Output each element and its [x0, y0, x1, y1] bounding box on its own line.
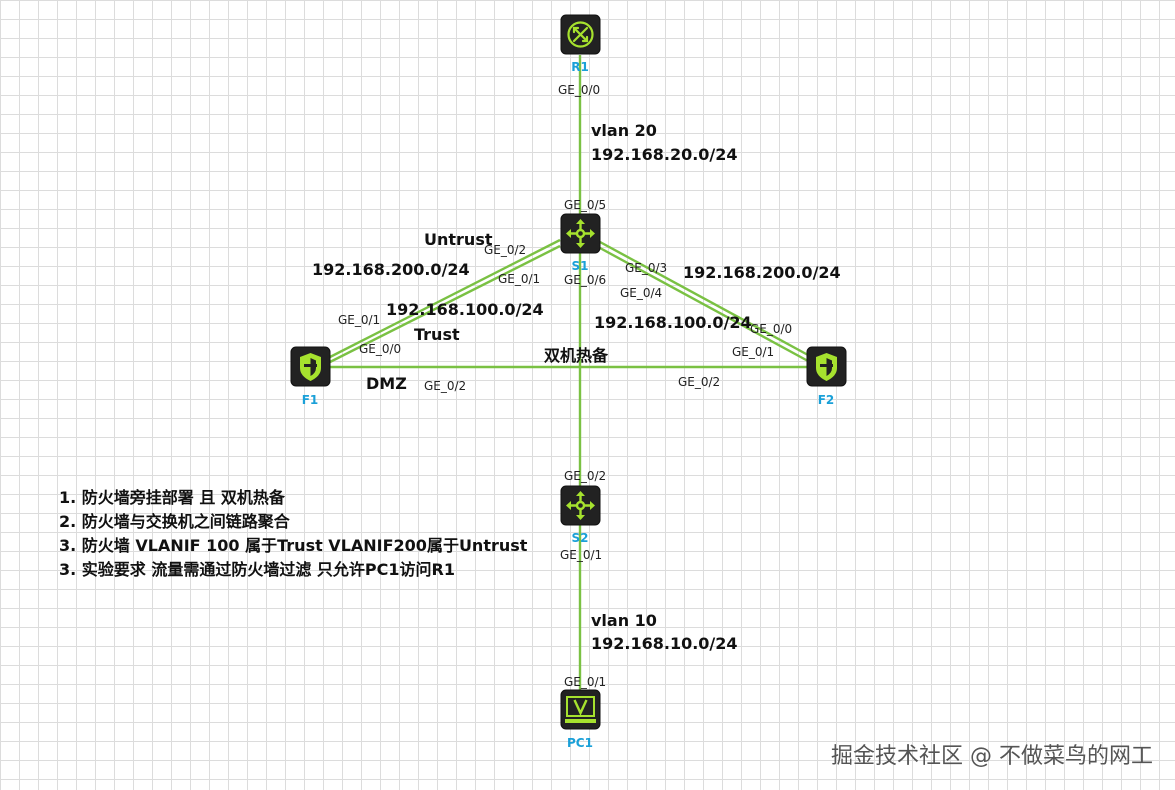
- firewall-icon: [816, 353, 837, 381]
- port-label: GE_0/4: [620, 286, 662, 300]
- subnet-label: 192.168.100.0/24: [386, 300, 544, 319]
- firewall-f2[interactable]: F2: [806, 346, 847, 407]
- switch-s1[interactable]: S1: [560, 213, 601, 273]
- pc-icon: [565, 696, 596, 723]
- subnet-label: 192.168.200.0/24: [683, 263, 841, 282]
- port-label: GE_0/5: [564, 198, 606, 212]
- subnet-label: 192.168.10.0/24: [591, 634, 738, 653]
- note-item: 2. 防火墙与交换机之间链路聚合: [59, 512, 290, 531]
- port-label: GE_0/2: [424, 379, 466, 393]
- zone-label: Untrust: [424, 230, 493, 249]
- port-label: GE_0/0: [750, 322, 792, 336]
- pc-pc1[interactable]: PC1: [560, 689, 601, 750]
- port-labels: GE_0/0 GE_0/5 GE_0/2 GE_0/1 GE_0/3 GE_0/…: [338, 83, 792, 689]
- switch-s2[interactable]: S2: [560, 485, 601, 545]
- node-label-pc1: PC1: [567, 736, 593, 750]
- router-icon: [567, 21, 594, 48]
- note-item: 3. 实验要求 流量需通过防火墙过滤 只允许PC1访问R1: [59, 560, 455, 579]
- zone-label: Trust: [414, 325, 460, 344]
- subnet-label: 192.168.20.0/24: [591, 145, 738, 164]
- port-label: GE_0/6: [564, 273, 606, 287]
- watermark: 掘金技术社区 @ 不做菜鸟的网工: [831, 744, 1153, 769]
- node-label-s1: S1: [572, 259, 589, 273]
- port-label: GE_0/0: [359, 342, 401, 356]
- links: [329, 55, 809, 690]
- switch-icon: [566, 219, 595, 248]
- port-label: GE_0/2: [678, 375, 720, 389]
- node-label-s2: S2: [572, 531, 589, 545]
- notes-list: 1. 防火墙旁挂部署 且 双机热备 2. 防火墙与交换机之间链路聚合 3. 防火…: [59, 486, 527, 582]
- node-label-f2: F2: [818, 393, 835, 407]
- link-s1-f1-ge01: [329, 244, 561, 364]
- firewall-icon: [300, 353, 321, 381]
- link-s1-f1-ge02: [329, 238, 561, 359]
- router-r1[interactable]: R1: [560, 14, 601, 74]
- node-label-r1: R1: [571, 60, 589, 74]
- note-item: 1. 防火墙旁挂部署 且 双机热备: [59, 488, 285, 507]
- hot-standby-label: 双机热备: [544, 346, 609, 365]
- network-annotations: vlan 20 192.168.20.0/24 Untrust 192.168.…: [312, 121, 841, 653]
- vlan-label: vlan 20: [591, 121, 657, 140]
- note-item: 3. 防火墙 VLANIF 100 属于Trust VLANIF200属于Unt…: [59, 536, 528, 555]
- port-label: GE_0/3: [625, 261, 667, 275]
- vlan-label: vlan 10: [591, 611, 657, 630]
- switch-icon: [566, 491, 595, 520]
- port-label: GE_0/0: [558, 83, 600, 97]
- port-label: GE_0/1: [498, 272, 540, 286]
- port-label: GE_0/1: [338, 313, 380, 327]
- firewall-f1[interactable]: F1: [290, 346, 331, 407]
- port-label: GE_0/2: [564, 469, 606, 483]
- subnet-label: 192.168.100.0/24: [594, 313, 752, 332]
- port-label: GE_0/1: [732, 345, 774, 359]
- port-label: GE_0/1: [564, 675, 606, 689]
- link-s1-f2-ge04: [599, 246, 809, 363]
- port-label: GE_0/1: [560, 548, 602, 562]
- zone-label: DMZ: [366, 374, 407, 393]
- port-label: GE_0/2: [484, 243, 526, 257]
- subnet-label: 192.168.200.0/24: [312, 260, 470, 279]
- node-label-f1: F1: [302, 393, 319, 407]
- link-s1-f2-ge03: [599, 240, 809, 357]
